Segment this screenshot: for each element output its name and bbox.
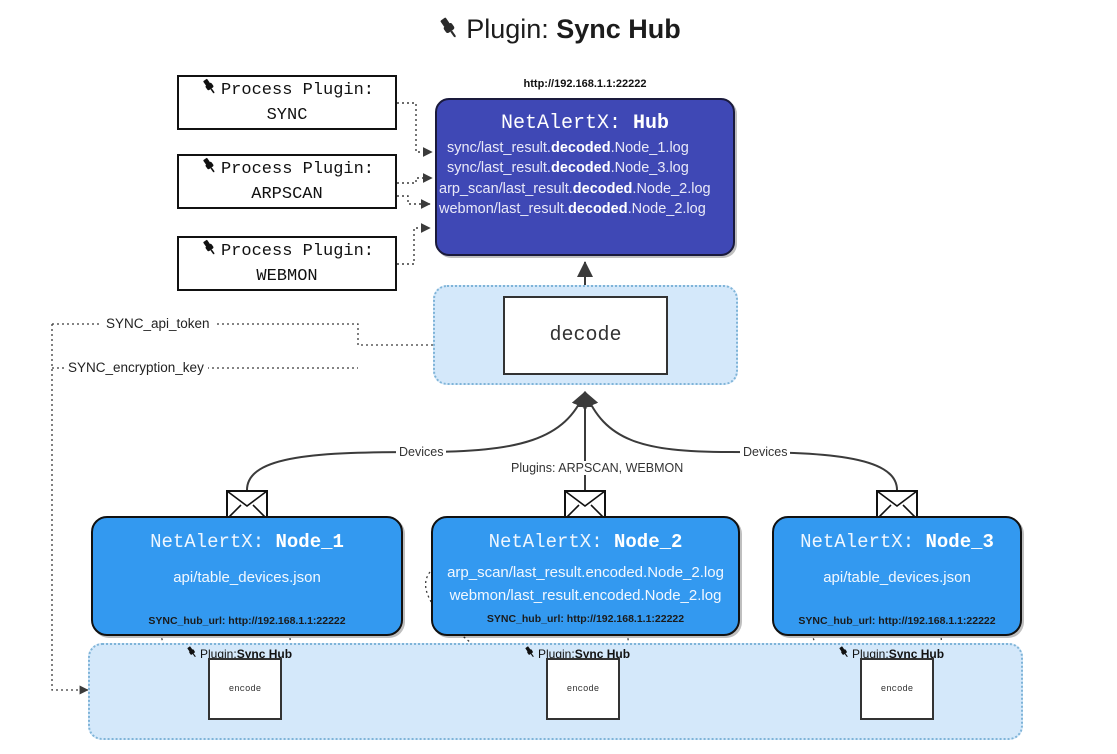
process-plugin-label: Process Plugin: [220, 80, 375, 100]
node-line: api/table_devices.json [173, 569, 321, 586]
plug-icon [523, 645, 537, 662]
node-box-node-1[interactable]: NetAlertX: Node_1 api/table_devices.json… [91, 516, 403, 636]
process-plugin-box-arpscan[interactable]: Process Plugin: ARPSCAN [177, 154, 397, 209]
process-plugin-name: WEBMON [256, 267, 318, 286]
decode-box[interactable]: decode [503, 296, 668, 375]
node-line: webmon/last_result.encoded.Node_2.log [449, 587, 722, 604]
node-title: NetAlertX: Node_1 [150, 531, 344, 553]
node-line: api/table_devices.json [823, 569, 971, 586]
hub-title-prefix: NetAlertX: [500, 112, 633, 135]
devices-label-left: Devices [396, 445, 447, 459]
plug-icon [837, 645, 851, 662]
node-box-node-3[interactable]: NetAlertX: Node_3 api/table_devices.json… [772, 516, 1022, 636]
plugins-label-center: Plugins: ARPSCAN, WEBMON [508, 461, 687, 475]
node-title: NetAlertX: Node_3 [800, 531, 994, 553]
process-plugin-box-sync[interactable]: Process Plugin: SYNC [177, 75, 397, 130]
encoder-plugin-label: Plugin: Sync Hub [185, 645, 292, 662]
process-plugin-name: ARPSCAN [251, 185, 323, 204]
page-title: Plugin: Sync Hub [0, 14, 1117, 48]
hub-url-label: http://192.168.1.1:22222 [523, 78, 647, 90]
sync-api-token-label: SYNC_api_token [102, 316, 214, 331]
hub-log-line: webmon/last_result.decoded.Node_2.log [439, 201, 706, 217]
process-plugin-label: Process Plugin: [220, 159, 375, 179]
process-plugin-name: SYNC [266, 106, 308, 125]
envelope-icon [226, 490, 268, 525]
encoder-plugin-label: Plugin: Sync Hub [523, 645, 630, 662]
plug-icon [200, 238, 219, 266]
hub-node[interactable]: NetAlertX: Hub sync/last_result.decoded.… [435, 98, 735, 256]
node-line: arp_scan/last_result.encoded.Node_2.log [447, 564, 724, 581]
devices-label-right: Devices [740, 445, 791, 459]
hub-log-line: arp_scan/last_result.decoded.Node_2.log [439, 180, 711, 197]
plug-icon [200, 156, 219, 184]
node-footer: SYNC_hub_url: http://192.168.1.1:22222 [798, 615, 996, 627]
hub-title-name: Hub [633, 112, 670, 135]
encode-box[interactable]: encode [208, 658, 282, 720]
process-plugin-box-webmon[interactable]: Process Plugin: WEBMON [177, 236, 397, 291]
page-title-prefix: Plugin: [466, 14, 557, 44]
encode-box[interactable]: encode [860, 658, 934, 720]
hub-title: NetAlertX: Hub [437, 112, 733, 135]
page-title-name: Sync Hub [556, 14, 681, 44]
hub-log-line: sync/last_result.decoded.Node_1.log [447, 139, 689, 156]
plug-icon [436, 15, 462, 48]
sync-encryption-key-label: SYNC_encryption_key [64, 360, 208, 375]
plug-icon [185, 645, 199, 662]
process-plugin-label: Process Plugin: [220, 241, 375, 261]
node-title: NetAlertX: Node_2 [488, 531, 683, 553]
encoder-plugin-label: Plugin: Sync Hub [837, 645, 944, 662]
node-box-node-2[interactable]: NetAlertX: Node_2 arp_scan/last_result.e… [431, 516, 740, 636]
encode-box[interactable]: encode [546, 658, 620, 720]
node-footer: SYNC_hub_url: http://192.168.1.1:22222 [148, 615, 346, 627]
plug-icon [200, 77, 219, 105]
node-footer: SYNC_hub_url: http://192.168.1.1:22222 [486, 613, 685, 625]
hub-log-line: sync/last_result.decoded.Node_3.log [447, 160, 689, 176]
